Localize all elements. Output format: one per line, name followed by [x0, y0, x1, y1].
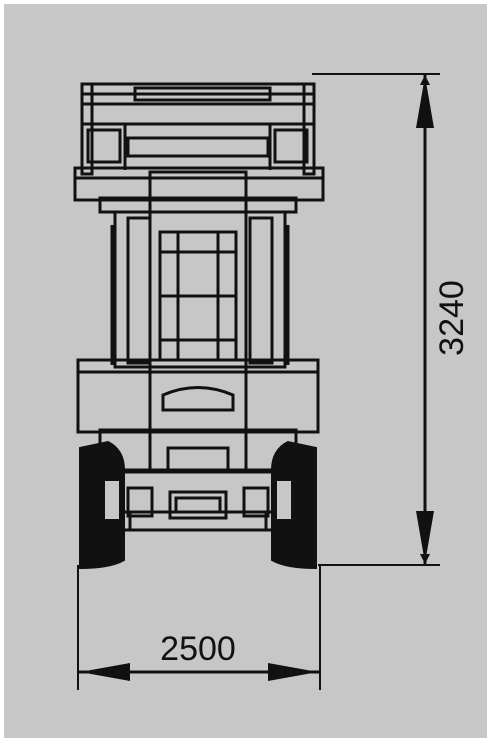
mast-assembly: [110, 170, 290, 474]
width-dimension-label: 2500: [160, 630, 236, 668]
left-wheel: [79, 440, 125, 570]
wheel-hubs: [103, 479, 293, 521]
machine-outline: [73, 82, 325, 532]
platform-deck: [73, 166, 325, 214]
height-arrowheads: [416, 76, 434, 563]
width-arrowheads: [80, 663, 318, 681]
height-dimension-label: 3240: [433, 280, 471, 356]
right-wheel: [271, 440, 317, 570]
top-guardrail: [80, 82, 316, 176]
height-dimension: [312, 73, 440, 566]
wheels: [79, 440, 317, 570]
